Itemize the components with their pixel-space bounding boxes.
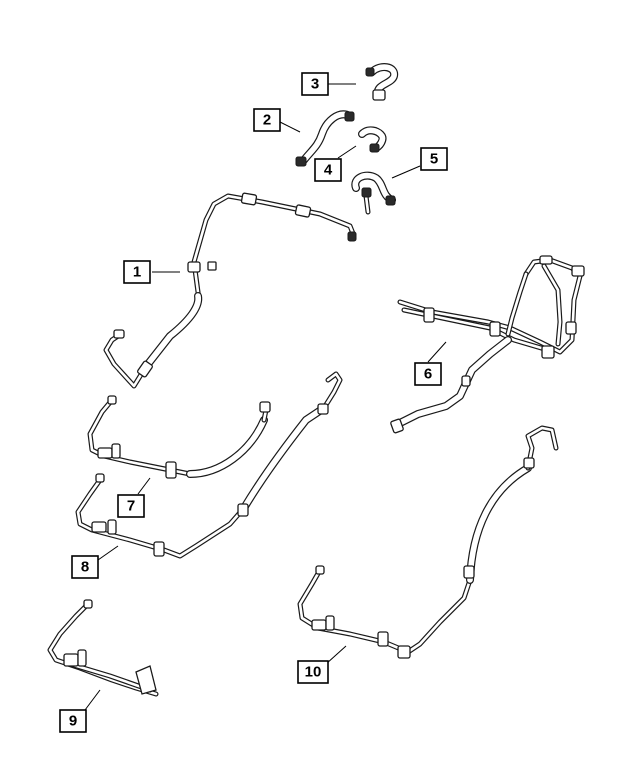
leader-6 [427,341,447,363]
part-1-pressure-line[interactable] [103,192,357,389]
callout-6[interactable]: 6 [414,362,442,386]
callout-10[interactable]: 10 [297,660,329,684]
part-7-return-line[interactable] [87,395,271,479]
callout-2[interactable]: 2 [253,108,281,132]
leader-2 [279,121,301,133]
callout-9[interactable]: 9 [59,709,87,733]
part-2-hose[interactable] [295,110,355,167]
callout-1[interactable]: 1 [123,260,151,284]
callout-4[interactable]: 4 [314,158,342,182]
callout-4-label: 4 [324,162,333,179]
part-6-cooler-line[interactable] [390,255,585,434]
part-8-return-line[interactable] [75,371,343,559]
leader-8 [97,545,119,561]
callout-7[interactable]: 7 [117,494,145,518]
callout-5-label: 5 [430,151,438,168]
callout-3[interactable]: 3 [301,72,329,96]
callout-10-label: 10 [305,664,322,681]
callout-5[interactable]: 5 [420,147,448,171]
callout-2-label: 2 [263,112,271,129]
leader-4 [337,145,357,159]
part-9-return-line[interactable] [47,599,159,697]
part-3-hose[interactable] [365,63,399,101]
part-10-return-line[interactable] [297,425,559,659]
callout-9-label: 9 [69,713,77,730]
leader-10 [325,645,347,665]
part-5-hose[interactable] [351,171,396,215]
leader-lines [81,83,447,715]
callout-3-label: 3 [311,76,319,93]
callout-8-label: 8 [81,559,89,576]
part-4-hose[interactable] [358,126,387,153]
callout-7-label: 7 [127,498,135,515]
leader-5 [391,165,421,179]
leader-7 [137,477,151,495]
callout-6-label: 6 [424,366,432,383]
callout-8[interactable]: 8 [71,555,99,579]
callout-1-label: 1 [133,264,141,281]
